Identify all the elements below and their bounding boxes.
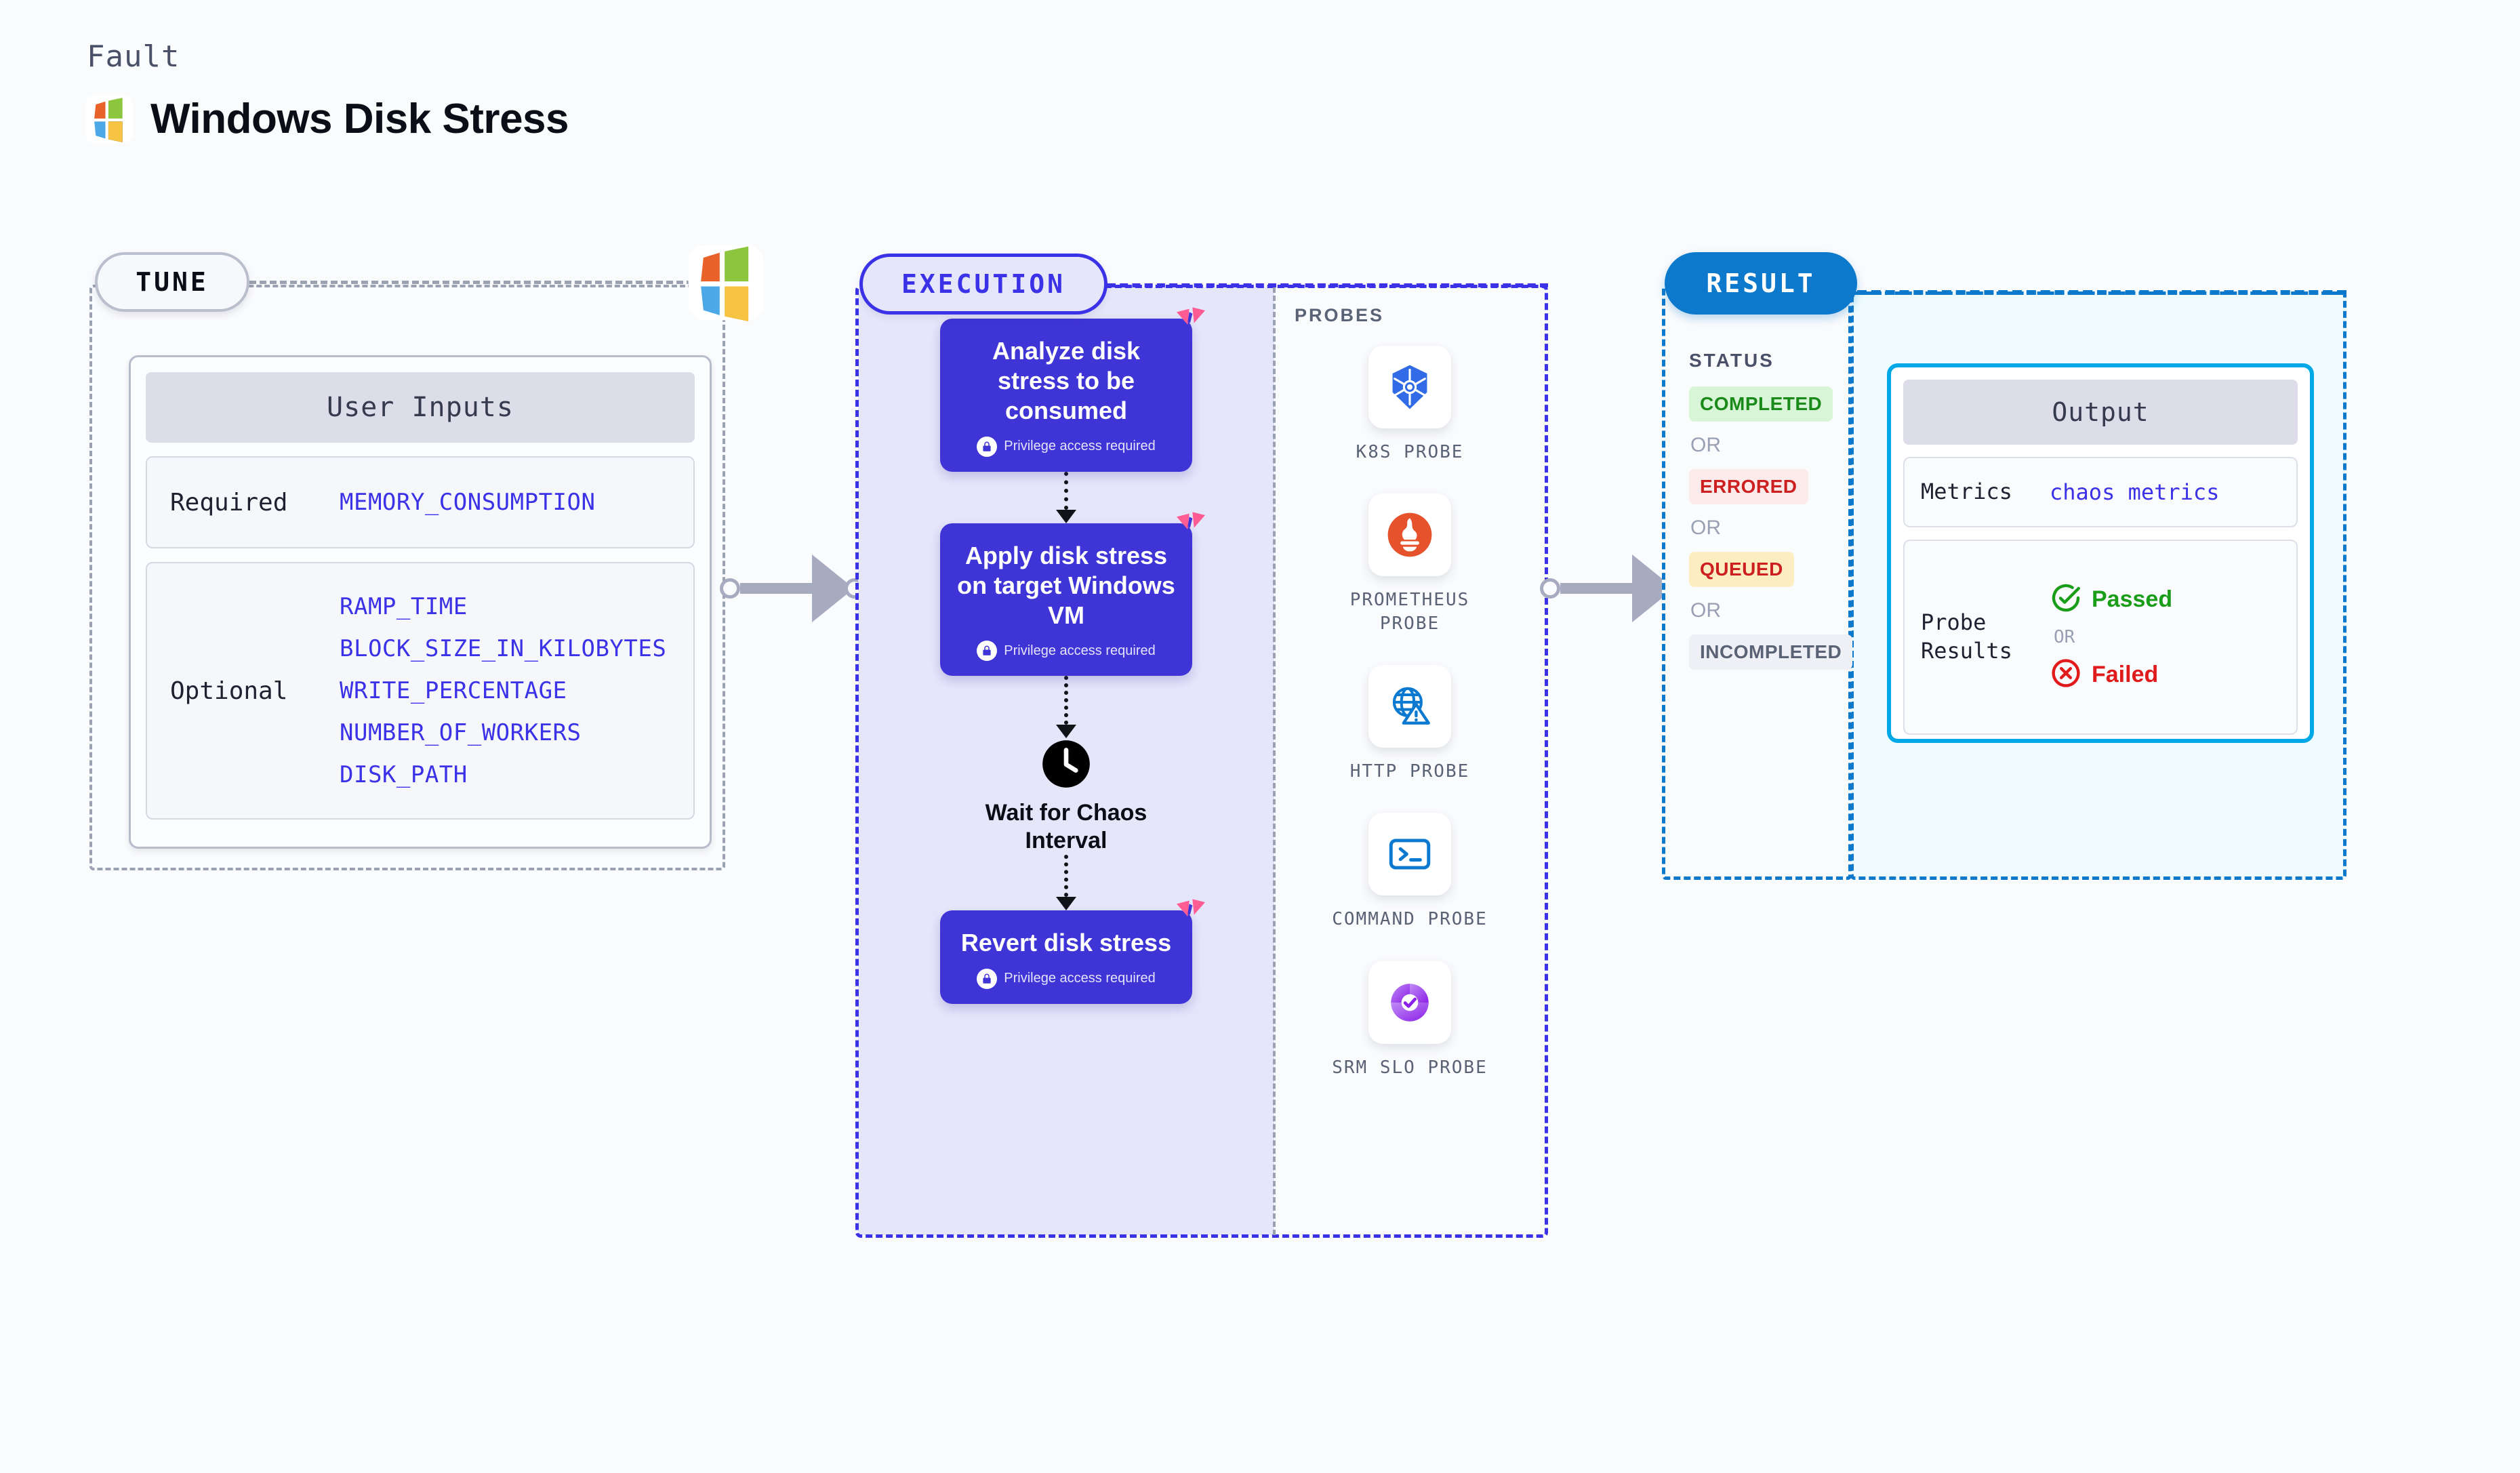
- execution-flow: Analyze disk stress to be consumed Privi…: [858, 307, 1274, 1004]
- status-or-label: OR: [1690, 599, 1721, 622]
- srm-slo-icon: [1368, 961, 1451, 1044]
- step-note: Privilege access required: [954, 641, 1179, 662]
- probe-failed-text: Failed: [2092, 662, 2159, 687]
- tune-badge[interactable]: TUNE: [95, 252, 249, 312]
- windows-logo-icon: [85, 95, 133, 143]
- flow-arrow-icon: [1056, 471, 1076, 523]
- metrics-row: Metrics chaos metrics: [1903, 457, 2298, 527]
- step-card[interactable]: Apply disk stress on target Windows VM P…: [940, 512, 1205, 677]
- litmus-chaos-icon: [1172, 301, 1210, 342]
- litmus-chaos-icon: [1172, 893, 1210, 934]
- metrics-value[interactable]: chaos metrics: [2050, 479, 2220, 505]
- result-badge[interactable]: RESULT: [1665, 252, 1857, 315]
- lock-icon: [977, 436, 998, 457]
- step-note-text: Privilege access required: [1004, 439, 1156, 454]
- probe-passed-text: Passed: [2092, 586, 2173, 612]
- probe-item-http[interactable]: HTTP PROBE: [1328, 664, 1491, 783]
- optional-label: Optional: [170, 677, 288, 705]
- step-card[interactable]: Analyze disk stress to be consumed Privi…: [940, 307, 1205, 472]
- status-badge: QUEUED: [1689, 552, 1794, 587]
- fault-eyebrow-label: Fault: [87, 39, 180, 74]
- status-badge: ERRORED: [1689, 469, 1808, 504]
- output-title: Output: [1903, 380, 2298, 445]
- input-name[interactable]: WRITE_PERCENTAGE: [340, 677, 567, 704]
- input-name[interactable]: DISK_PATH: [340, 761, 468, 788]
- tune-panel: [89, 285, 725, 870]
- input-name[interactable]: NUMBER_OF_WORKERS: [340, 719, 582, 746]
- clock-icon: [1040, 738, 1092, 790]
- probe-name: SRM SLO PROBE: [1332, 1057, 1488, 1078]
- globe-warning-icon: [1368, 664, 1451, 748]
- lock-icon: [977, 641, 998, 662]
- connector-start-dot: [1540, 578, 1560, 599]
- connector-line: [740, 583, 813, 594]
- probe-result-failed: Failed: [2050, 657, 2158, 693]
- connector-tune-to-execution: [720, 554, 865, 622]
- probe-results-label: Probe Results: [1921, 609, 2012, 664]
- output-card: Output Metrics chaos metrics Probe Resul…: [1887, 363, 2314, 743]
- status-or-label: OR: [1690, 517, 1721, 539]
- status-list: COMPLETED OR ERRORED OR QUEUED OR INCOMP…: [1689, 386, 1853, 670]
- probe-item-k8s[interactable]: K8S PROBE: [1328, 346, 1491, 464]
- wait-node: Wait for Chaos Interval: [978, 738, 1154, 855]
- step-note: Privilege access required: [954, 968, 1179, 989]
- probes-divider: [1273, 287, 1276, 1235]
- input-name[interactable]: MEMORY_CONSUMPTION: [340, 489, 596, 516]
- optional-inputs-group: Optional RAMP_TIME BLOCK_SIZE_IN_KILOBYT…: [146, 562, 695, 820]
- status-badge: INCOMPLETED: [1689, 634, 1853, 670]
- connector-line: [1560, 583, 1633, 594]
- probe-name: K8S PROBE: [1356, 442, 1464, 462]
- probe-name: HTTP PROBE: [1349, 761, 1470, 782]
- tune-dashed-connector: [249, 281, 724, 284]
- required-label: Required: [170, 488, 288, 517]
- execution-badge[interactable]: EXECUTION: [859, 254, 1107, 315]
- step-title: Apply disk stress on target Windows VM: [957, 541, 1175, 629]
- probes-panel-background: [1274, 287, 1545, 1235]
- step-title: Analyze disk stress to be consumed: [992, 337, 1141, 424]
- probe-name: COMMAND PROBE: [1332, 909, 1488, 930]
- input-name[interactable]: RAMP_TIME: [340, 593, 468, 620]
- terminal-icon: [1368, 813, 1451, 896]
- probe-results-row: Probe Results Passed OR: [1903, 540, 2298, 735]
- probe-name: PROMETHEUS PROBE: [1349, 590, 1470, 634]
- status-label: STATUS: [1689, 350, 1774, 371]
- lock-icon: [977, 968, 998, 989]
- probe-item-srm-slo[interactable]: SRM SLO PROBE: [1328, 961, 1491, 1079]
- step-title: Revert disk stress: [960, 929, 1172, 957]
- input-name[interactable]: BLOCK_SIZE_IN_KILOBYTES: [340, 635, 667, 662]
- page-title-row: Windows Disk Stress: [85, 95, 569, 143]
- metrics-label: Metrics: [1921, 479, 2012, 505]
- probe-or-label: OR: [2054, 627, 2075, 647]
- windows-logo-icon: [686, 243, 766, 326]
- probes-label: PROBES: [1295, 305, 1385, 325]
- flow-arrow-icon: [1056, 676, 1076, 739]
- step-note-text: Privilege access required: [1004, 971, 1156, 986]
- prometheus-icon: [1368, 493, 1451, 577]
- probes-list: K8S PROBE PROMETHEUS PROBE: [1274, 346, 1545, 1079]
- flow-arrow-icon: [1056, 855, 1076, 911]
- optional-values-list: RAMP_TIME BLOCK_SIZE_IN_KILOBYTES WRITE_…: [340, 593, 666, 788]
- probe-item-command[interactable]: COMMAND PROBE: [1328, 813, 1491, 931]
- status-badge: COMPLETED: [1689, 386, 1833, 422]
- step-note-text: Privilege access required: [1004, 643, 1156, 658]
- check-circle-icon: [2050, 582, 2082, 618]
- kubernetes-icon: [1368, 346, 1451, 428]
- required-values-list: MEMORY_CONSUMPTION: [340, 489, 595, 516]
- execution-dashed-connector: [1107, 283, 1548, 287]
- probe-item-prometheus[interactable]: PROMETHEUS PROBE: [1328, 493, 1491, 635]
- user-inputs-title: User Inputs: [146, 372, 695, 443]
- user-inputs-card: User Inputs Required MEMORY_CONSUMPTION …: [129, 355, 712, 849]
- step-note: Privilege access required: [954, 436, 1179, 457]
- required-inputs-group: Required MEMORY_CONSUMPTION: [146, 456, 695, 548]
- connector-start-dot: [720, 578, 740, 599]
- probe-results-values: Passed OR Failed: [2050, 582, 2172, 693]
- status-or-label: OR: [1690, 434, 1721, 456]
- page-title: Windows Disk Stress: [150, 96, 569, 142]
- x-circle-icon: [2050, 657, 2082, 693]
- wait-label: Wait for Chaos Interval: [985, 800, 1147, 854]
- litmus-chaos-icon: [1172, 506, 1210, 547]
- step-card[interactable]: Revert disk stress Privilege access requ…: [940, 899, 1205, 1004]
- result-dashed-connector: [1857, 290, 2346, 295]
- probe-result-passed: Passed: [2050, 582, 2172, 618]
